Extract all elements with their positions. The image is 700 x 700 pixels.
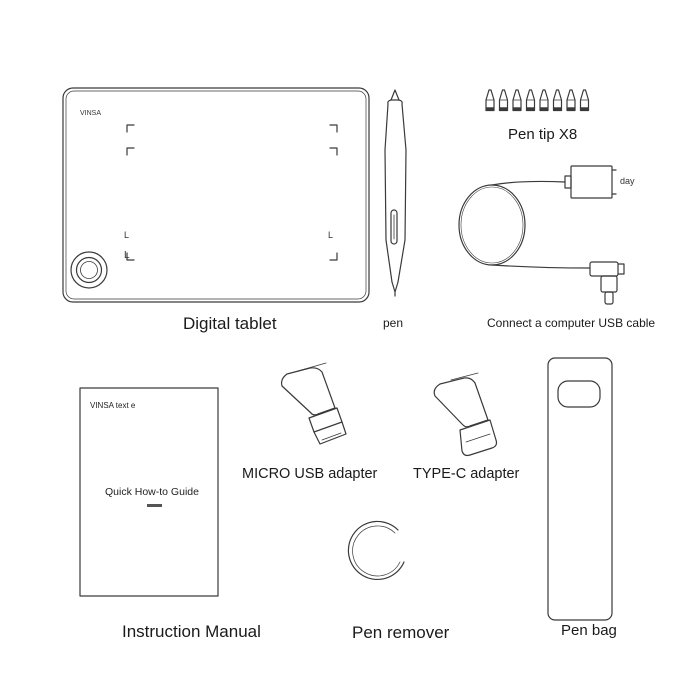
usb-cable-illustration: [458, 165, 625, 305]
pen-tip-icon: [566, 89, 576, 112]
pen-tip-icon: [525, 89, 536, 112]
tablet-label: Digital tablet: [183, 314, 277, 333]
manual-illustration: [79, 387, 219, 597]
pen-illustration: [384, 89, 407, 297]
manual-cover-brand: VINSA text e: [90, 401, 136, 410]
pen-remover-illustration: [347, 520, 405, 580]
pen-bag-illustration: [547, 357, 613, 621]
pen-tip-icon: [485, 89, 495, 112]
pen-remover-label: Pen remover: [352, 623, 450, 642]
pen-tips-illustration: [485, 89, 590, 112]
pen-bag-label: Pen bag: [561, 622, 617, 639]
tablet-brand: VINSA: [80, 110, 102, 117]
tablet-dial-icon: [70, 251, 108, 289]
pen-tip-icon: [579, 89, 590, 112]
tablet-illustration: [62, 87, 370, 303]
tablet-mark-right: L: [328, 230, 334, 240]
pen-tip-icon: [539, 89, 549, 112]
type-c-adapter-illustration: [433, 372, 498, 457]
pen-tips-label: Pen tip X8: [508, 126, 578, 143]
pen-tip-icon: [512, 89, 522, 112]
type-c-label: TYPE-C adapter: [413, 466, 520, 482]
pen-label: pen: [383, 316, 404, 330]
manual-label: Instruction Manual: [122, 622, 261, 641]
pen-tip-icon: [552, 89, 563, 112]
micro-usb-label: MICRO USB adapter: [242, 466, 378, 482]
cable-tag: day: [620, 176, 635, 186]
usb-cable-label: Connect a computer USB cable: [487, 316, 656, 330]
tablet-mark-left-top: L: [124, 230, 130, 240]
pen-tip-icon: [498, 89, 509, 112]
micro-usb-adapter-illustration: [280, 362, 347, 445]
manual-cover-title: Quick How-to Guide: [105, 486, 199, 498]
tablet-mark-left-bottom: L: [124, 250, 130, 261]
